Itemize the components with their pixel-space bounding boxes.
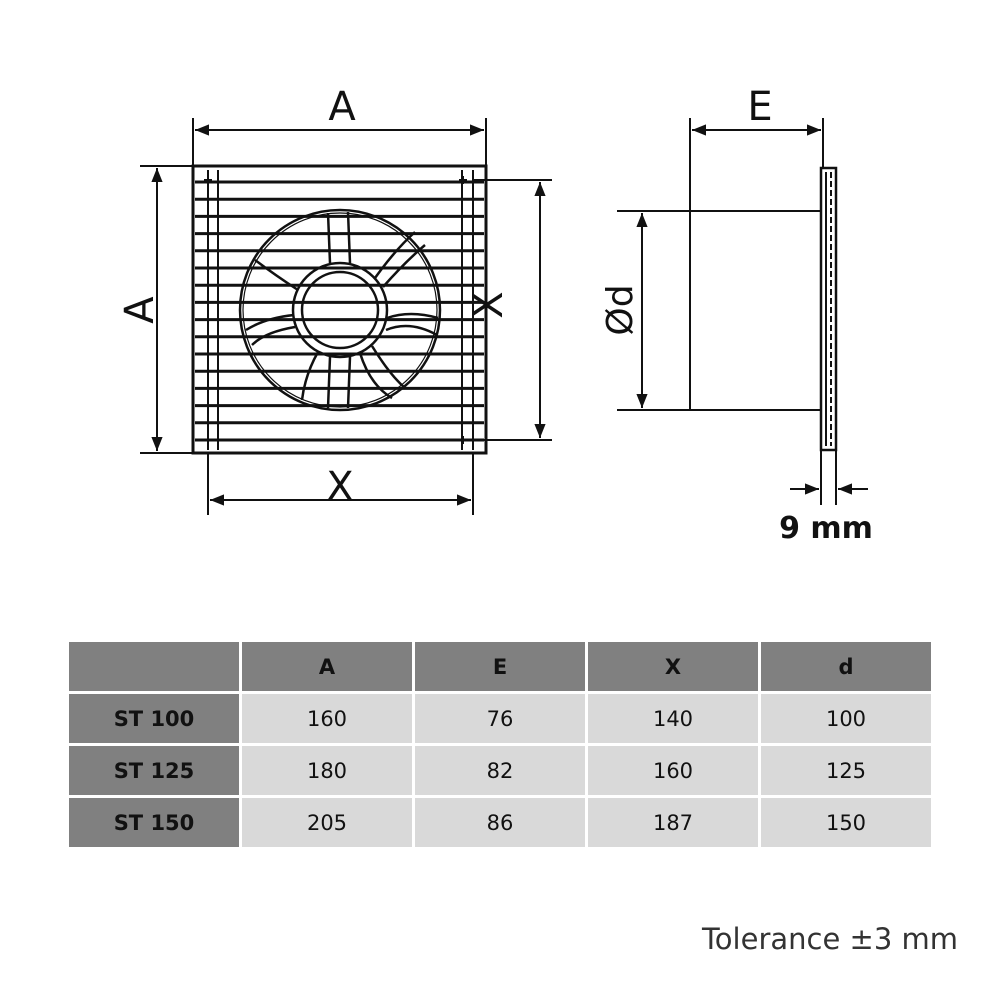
table-cell: 140 [588,694,758,743]
model-cell: ST 125 [69,746,239,795]
screw-marks [204,176,467,444]
table-header: d [761,642,931,691]
front-view [140,118,552,515]
fan-impeller [238,208,442,412]
table-cell: 160 [242,694,412,743]
table-cell: 86 [415,798,585,847]
dimension-label-e: E [747,84,772,130]
table-cell: 180 [242,746,412,795]
table-cell: 205 [242,798,412,847]
table-cell: 187 [588,798,758,847]
table-cell: 100 [761,694,931,743]
table-row: ST 150 205 86 187 150 [69,798,931,847]
table-cell: 76 [415,694,585,743]
table-cell: 160 [588,746,758,795]
table-cell: 150 [761,798,931,847]
dimension-label-thickness: 9 mm [779,511,873,546]
dimension-label-x-bottom: X [326,464,353,510]
table-header-row: A E X d [69,642,931,691]
table-cell: 82 [415,746,585,795]
table-cell: 125 [761,746,931,795]
table-header [69,642,239,691]
table-row: ST 125 180 82 160 125 [69,746,931,795]
dimension-label-a-top: A [328,84,356,130]
dimension-lines [140,118,552,515]
table-row: ST 100 160 76 140 100 [69,694,931,743]
tolerance-note: Tolerance ±3 mm [702,922,958,956]
table-header: A [242,642,412,691]
table-header: E [415,642,585,691]
dimension-label-a-left: A [117,296,163,324]
dimension-label-diameter: Ød [600,284,641,335]
table-header: X [588,642,758,691]
side-view [617,118,868,505]
dimensions-table: A E X d ST 100 160 76 140 100 ST 125 180… [66,639,934,850]
model-cell: ST 100 [69,694,239,743]
dimension-label-x-right: X [466,291,512,318]
technical-drawing: A A X X E Ød 9 mm [117,84,873,546]
model-cell: ST 150 [69,798,239,847]
